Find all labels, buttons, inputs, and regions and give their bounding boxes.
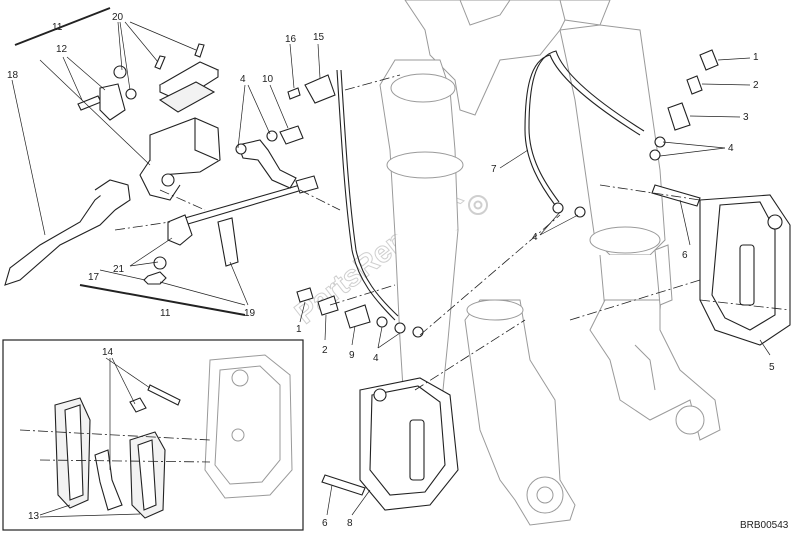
label-21: 21 (113, 264, 125, 275)
label-10: 10 (262, 74, 274, 85)
label-9: 9 (349, 350, 355, 361)
callout-labels: 20 11 12 18 16 15 4 10 17 21 11 19 1 2 3… (7, 12, 789, 531)
label-11-top: 11 (52, 22, 63, 33)
center-fittings (296, 287, 424, 338)
label-17: 17 (88, 272, 100, 283)
label-6-right: 6 (682, 250, 688, 261)
nut-17 (143, 271, 167, 285)
pad-pin (147, 384, 181, 406)
bolt-19 (217, 217, 239, 267)
bolt-16 (287, 87, 301, 100)
label-8: 8 (347, 518, 353, 529)
brake-hose-right (524, 50, 645, 218)
caliper-right (651, 184, 791, 346)
label-14: 14 (102, 347, 114, 358)
label-1-left: 1 (296, 324, 302, 335)
banjo-bolt-10 (279, 125, 304, 145)
diagram-code: BRB00543 (740, 520, 789, 531)
label-4-left: 4 (373, 353, 379, 364)
brake-lever (4, 187, 126, 286)
label-4-mid: 4 (532, 232, 538, 243)
label-15: 15 (313, 32, 325, 43)
label-2-left: 2 (322, 345, 328, 356)
pushrod-end (295, 175, 319, 194)
label-2-right: 2 (753, 80, 759, 91)
brake-switch (167, 214, 193, 246)
pad-clip (129, 397, 147, 413)
label-7: 7 (491, 164, 497, 175)
group-line-11-top (14, 7, 111, 46)
caliper-bolt-6b (321, 474, 366, 496)
reservoir-diaphragm (158, 81, 216, 113)
label-20: 20 (112, 12, 124, 23)
group-line-11-bottom (79, 284, 246, 316)
clamp (99, 83, 126, 121)
master-cylinder-assembly (4, 43, 336, 286)
reference-lines (19, 74, 791, 463)
caliper-bolt-6a (651, 184, 701, 207)
label-3: 3 (743, 112, 749, 123)
seal-20-a (113, 65, 127, 79)
label-6-bottom: 6 (322, 518, 328, 529)
label-5: 5 (769, 362, 775, 373)
label-4-right: 4 (728, 143, 734, 154)
label-18: 18 (7, 70, 19, 81)
banjo-fitting (237, 139, 297, 189)
brake-pad-inset (2, 339, 304, 531)
inset-frame (2, 339, 304, 531)
brake-hose-left (336, 69, 399, 321)
pad-spring (94, 449, 123, 511)
pushrod (184, 184, 303, 225)
caliper-left (321, 377, 459, 511)
label-16: 16 (285, 34, 297, 45)
bracket-15 (304, 74, 336, 104)
label-1-right: 1 (753, 52, 759, 63)
seal-20-b (125, 88, 137, 100)
label-12: 12 (56, 44, 68, 55)
label-19: 19 (244, 308, 256, 319)
gear-watermark-icon (468, 195, 488, 215)
bleed-valve-right (649, 49, 719, 161)
screw-20-b (194, 43, 205, 58)
screw-20-a (154, 55, 166, 70)
leader-lines (11, 21, 771, 518)
label-11-bottom: 11 (160, 308, 171, 319)
label-13: 13 (28, 511, 40, 522)
label-4-upper: 4 (240, 74, 246, 85)
